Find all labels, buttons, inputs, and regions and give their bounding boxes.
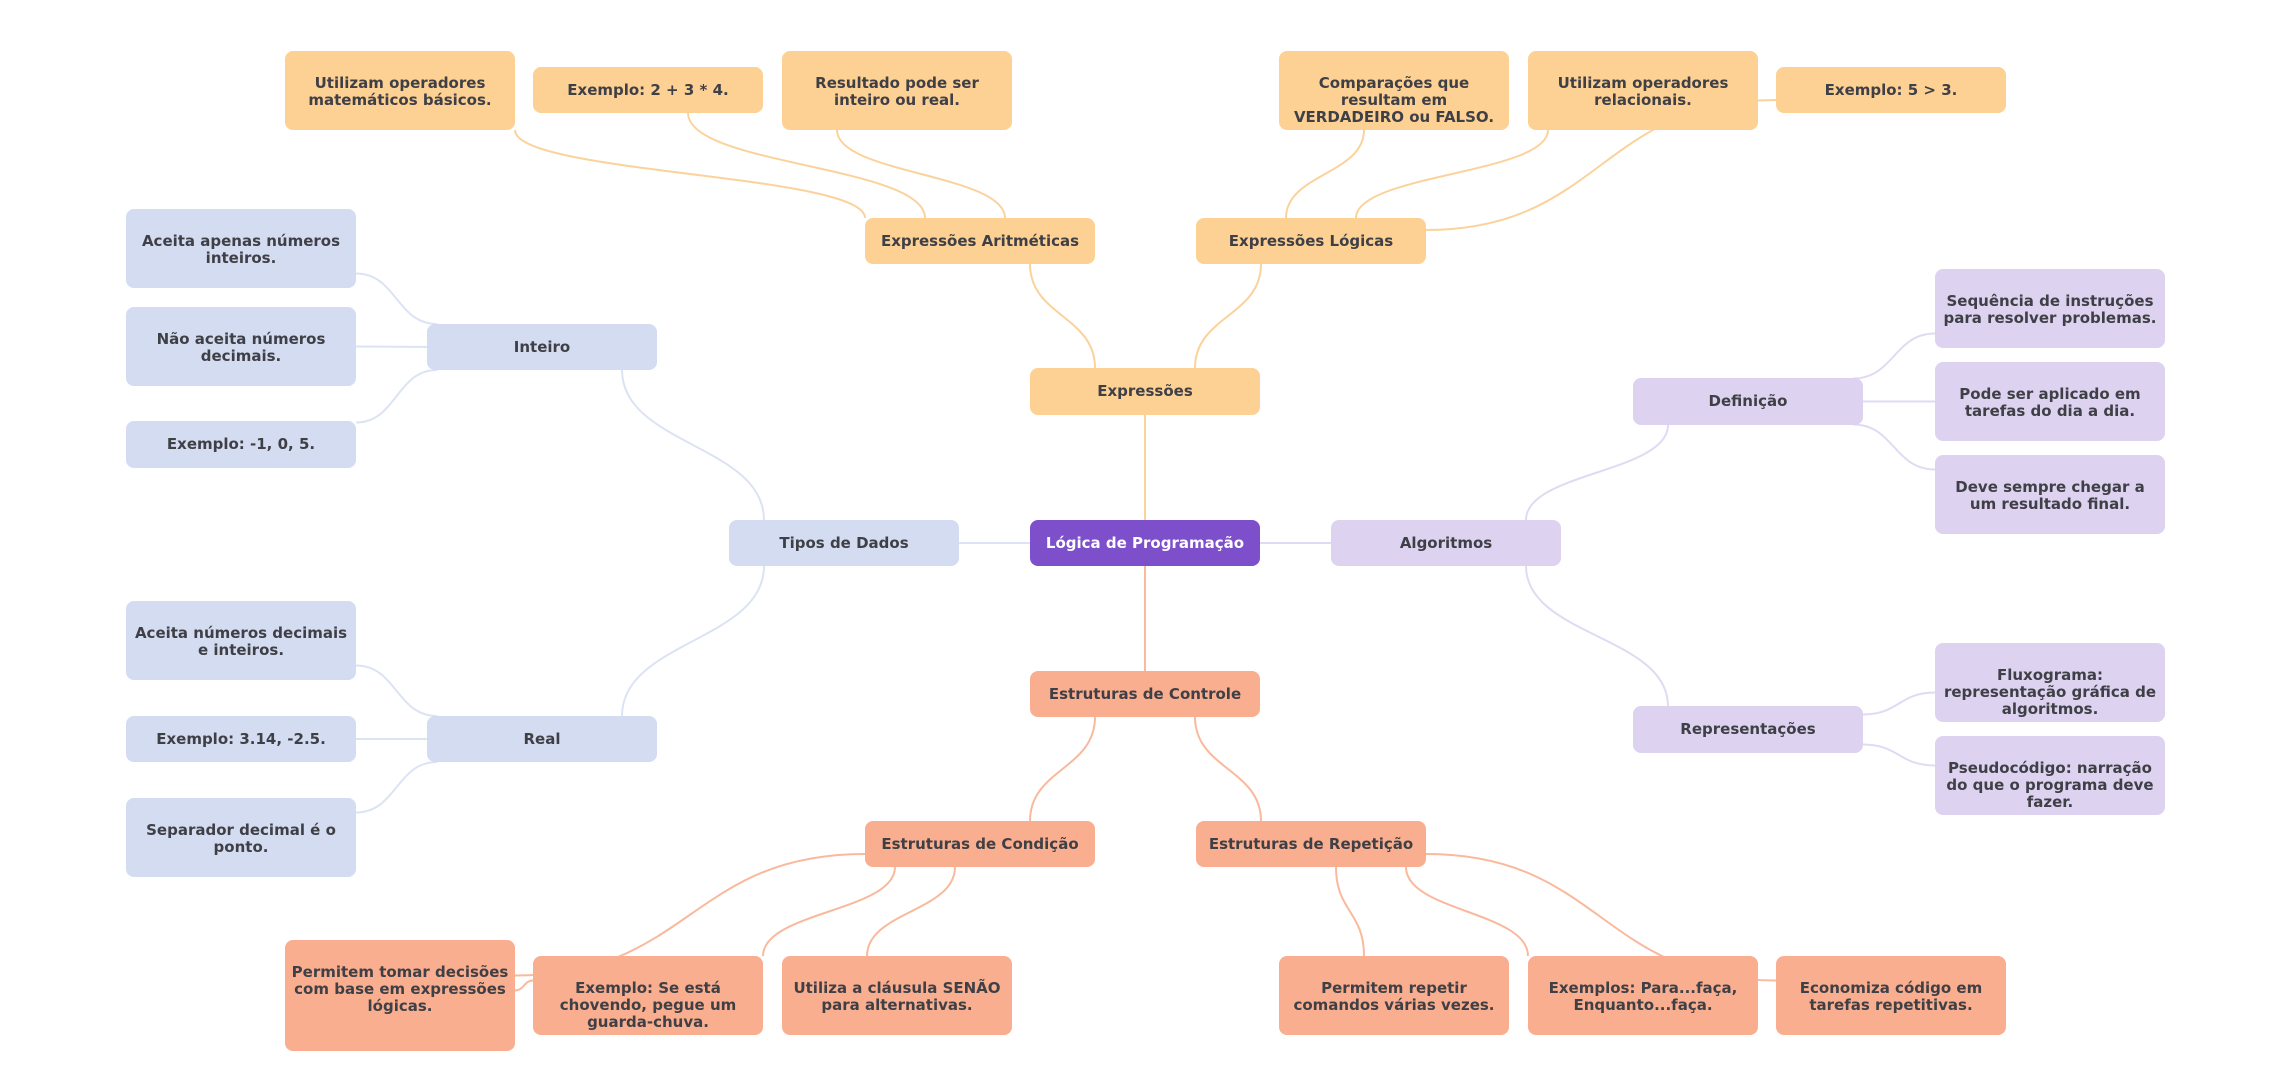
leaf-node-label: Exemplo: -1, 0, 5. — [166, 435, 316, 453]
subtopic-node-expressoes-aritmeticas[interactable]: Expressões Aritméticas — [865, 218, 1095, 264]
leaf-node-label: Sequência de instruções para resolver pr… — [1943, 292, 2157, 327]
branch-node-label: Algoritmos — [1399, 533, 1493, 552]
connector-subtopic-leaf — [514, 979, 534, 992]
leaf-node[interactable]: Economiza código em tarefas repetitivas. — [1776, 956, 2006, 1035]
leaf-node[interactable]: Sequência de instruções para resolver pr… — [1935, 269, 2165, 348]
branch-node-label: Expressões — [1097, 382, 1193, 400]
leaf-node-label: Aceita apenas números inteiros. — [141, 232, 341, 267]
connector-branch-subtopic — [1194, 263, 1262, 369]
leaf-node[interactable]: Aceita apenas números inteiros. — [126, 209, 356, 288]
leaf-node[interactable]: Exemplo: -1, 0, 5. — [126, 421, 356, 468]
root-node[interactable]: Lógica de Programação — [1030, 520, 1260, 566]
leaf-node-label: Separador decimal é o ponto. — [146, 821, 336, 856]
leaf-node[interactable]: Exemplo: 2 + 3 * 4. — [533, 67, 763, 113]
subtopic-node-definicao[interactable]: Definição — [1633, 378, 1863, 425]
leaf-node[interactable]: Separador decimal é o ponto. — [126, 798, 356, 877]
leaf-node-label: Não aceita números decimais. — [156, 330, 326, 365]
leaf-node[interactable]: Comparações que resultam em VERDADEIRO o… — [1279, 51, 1509, 130]
branch-node-estruturas-de-controle[interactable]: Estruturas de Controle — [1030, 671, 1260, 717]
subtopic-node-label: Real — [523, 729, 561, 748]
leaf-node[interactable]: Pode ser aplicado em tarefas do dia a di… — [1935, 362, 2165, 441]
branch-node-algoritmos[interactable]: Algoritmos — [1331, 520, 1561, 566]
branch-node-label: Estruturas de Controle — [1048, 684, 1242, 703]
subtopic-node-inteiro[interactable]: Inteiro — [427, 324, 657, 370]
connector-subtopic-leaf — [866, 866, 956, 957]
subtopic-node-label: Definição — [1708, 392, 1788, 410]
connector-subtopic-leaf — [836, 129, 1006, 219]
subtopic-node-representacoes[interactable]: Representações — [1633, 706, 1863, 753]
leaf-node-label: Exemplo: Se está chovendo, pegue um guar… — [559, 979, 737, 1031]
subtopic-node-estruturas-de-condicao[interactable]: Estruturas de Condição — [865, 821, 1095, 867]
leaf-node[interactable]: Exemplo: 5 > 3. — [1776, 67, 2006, 113]
connector-branch-subtopic — [1525, 424, 1669, 521]
leaf-node[interactable]: Deve sempre chegar a um resultado final. — [1935, 455, 2165, 534]
branch-node-label: Tipos de Dados — [779, 533, 909, 552]
leaf-node[interactable]: Não aceita números decimais. — [126, 307, 356, 386]
connector-subtopic-leaf — [514, 129, 866, 219]
subtopic-node-label: Expressões Lógicas — [1228, 231, 1394, 250]
connector-subtopic-leaf — [1355, 129, 1549, 219]
leaf-node[interactable]: Permitem repetir comandos várias vezes. — [1279, 956, 1509, 1035]
connector-subtopic-leaf — [355, 345, 438, 348]
subtopic-node-label: Estruturas de Condição — [881, 834, 1079, 853]
connector-subtopic-leaf — [355, 664, 438, 717]
root-node-label: Lógica de Programação — [1045, 533, 1245, 552]
leaf-node-label: Exemplos: Para...faça, Enquanto...faça. — [1548, 979, 1738, 1014]
leaf-node-label: Permitem repetir comandos várias vezes. — [1293, 979, 1495, 1014]
subtopic-node-label: Inteiro — [513, 337, 571, 356]
leaf-node-label: Utiliza a cláusula SENÃO para alternativ… — [793, 979, 1001, 1014]
leaf-node-label: Exemplo: 5 > 3. — [1824, 80, 1958, 99]
leaf-node[interactable]: Permitem tomar decisões com base em expr… — [285, 940, 515, 1051]
subtopic-node-expressoes-logicas[interactable]: Expressões Lógicas — [1196, 218, 1426, 264]
subtopic-node-label: Estruturas de Repetição — [1208, 834, 1414, 853]
branch-node-tipos-de-dados[interactable]: Tipos de Dados — [729, 520, 959, 566]
leaf-node-label: Resultado pode ser inteiro ou real. — [815, 74, 979, 109]
leaf-node-label: Fluxograma: representação gráfica de alg… — [1943, 666, 2156, 718]
connector-subtopic-leaf — [355, 761, 438, 814]
connector-subtopic-leaf — [1862, 743, 1936, 767]
connector-branch-subtopic — [621, 369, 765, 521]
leaf-node-label: Comparações que resultam em VERDADEIRO o… — [1293, 74, 1495, 126]
leaf-node[interactable]: Utilizam operadores matemáticos básicos. — [285, 51, 515, 130]
subtopic-node-estruturas-de-repeticao[interactable]: Estruturas de Repetição — [1196, 821, 1426, 867]
leaf-node[interactable]: Exemplo: Se está chovendo, pegue um guar… — [533, 956, 763, 1035]
leaf-node[interactable]: Resultado pode ser inteiro ou real. — [782, 51, 1012, 130]
connector-subtopic-leaf — [1335, 866, 1365, 957]
connector-subtopic-leaf — [1852, 332, 1936, 380]
leaf-node[interactable]: Utiliza a cláusula SENÃO para alternativ… — [782, 956, 1012, 1035]
connector-branch-subtopic — [1029, 716, 1096, 822]
branch-node-expressoes[interactable]: Expressões — [1030, 368, 1260, 415]
leaf-node-label: Deve sempre chegar a um resultado final. — [1955, 478, 2145, 513]
connector-subtopic-leaf — [355, 369, 438, 424]
leaf-node[interactable]: Utilizam operadores relacionais. — [1528, 51, 1758, 130]
leaf-node[interactable]: Aceita números decimais e inteiros. — [126, 601, 356, 680]
connector-subtopic-leaf — [1405, 866, 1529, 957]
leaf-node-label: Utilizam operadores relacionais. — [1557, 74, 1729, 109]
leaf-node-label: Utilizam operadores matemáticos básicos. — [308, 74, 492, 109]
connector-subtopic-leaf — [762, 866, 896, 957]
subtopic-node-label: Representações — [1680, 720, 1816, 738]
connector-subtopic-leaf — [1852, 423, 1936, 471]
leaf-node-label: Exemplo: 3.14, -2.5. — [156, 729, 326, 748]
connector-branch-subtopic — [1029, 263, 1096, 369]
leaf-node-label: Economiza código em tarefas repetitivas. — [1799, 979, 1983, 1014]
subtopic-node-real[interactable]: Real — [427, 716, 657, 762]
leaf-node-label: Pseudocódigo: narração do que o programa… — [1946, 759, 2154, 811]
leaf-node[interactable]: Pseudocódigo: narração do que o programa… — [1935, 736, 2165, 815]
connector-branch-subtopic — [1194, 716, 1262, 822]
leaf-node[interactable]: Exemplo: 3.14, -2.5. — [126, 716, 356, 762]
leaf-node-label: Permitem tomar decisões com base em expr… — [291, 963, 509, 1015]
leaf-node-label: Aceita números decimais e inteiros. — [134, 624, 348, 659]
connector-subtopic-leaf — [1285, 129, 1365, 219]
leaf-node-label: Pode ser aplicado em tarefas do dia a di… — [1959, 385, 2141, 420]
connector-branch-subtopic — [1525, 565, 1669, 707]
connector-branch-subtopic — [621, 565, 765, 717]
leaf-node-label: Exemplo: 2 + 3 * 4. — [567, 80, 729, 99]
leaf-node[interactable]: Fluxograma: representação gráfica de alg… — [1935, 643, 2165, 722]
connector-subtopic-leaf — [1862, 691, 1936, 716]
subtopic-node-label: Expressões Aritméticas — [880, 231, 1080, 250]
leaf-node[interactable]: Exemplos: Para...faça, Enquanto...faça. — [1528, 956, 1758, 1035]
connector-subtopic-leaf — [355, 272, 438, 325]
